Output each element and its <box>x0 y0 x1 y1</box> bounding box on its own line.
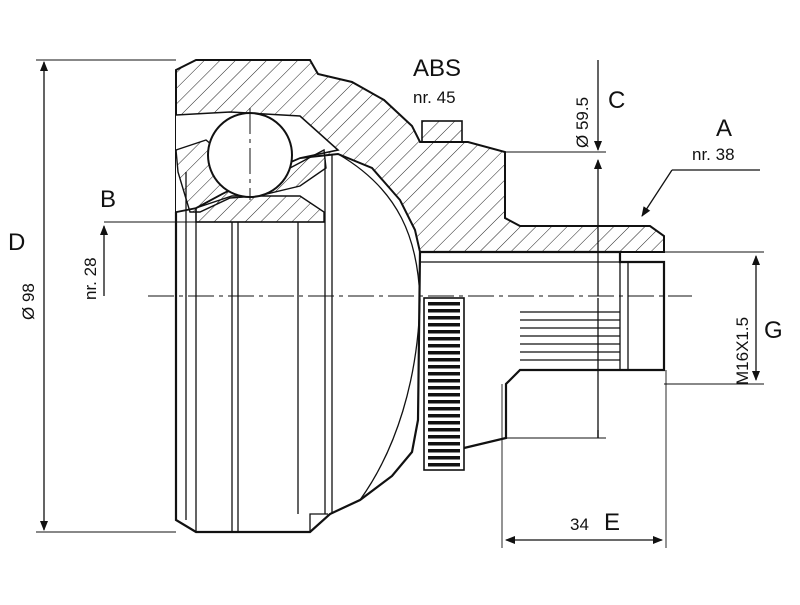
abs-tooth <box>428 393 460 397</box>
dimension-c: Ø 59.5 C <box>505 60 625 439</box>
abs-tooth <box>428 379 460 383</box>
dim-c-value: Ø 59.5 <box>573 97 592 148</box>
dimension-e: 34 E <box>501 370 667 548</box>
abs-tooth <box>428 372 460 376</box>
abs-tooth <box>428 344 460 348</box>
abs-tooth <box>428 358 460 362</box>
abs-tooth <box>428 428 460 432</box>
dimension-b: B nr. 28 <box>81 186 196 300</box>
dimension-d: D Ø 98 <box>8 59 176 533</box>
abs-tooth <box>428 337 460 341</box>
abs-nr: nr. 45 <box>413 88 456 107</box>
abs-tooth <box>428 456 460 460</box>
abs-tooth <box>428 386 460 390</box>
abs-tooth <box>428 365 460 369</box>
label-c: C <box>608 87 625 114</box>
abs-tooth <box>428 449 460 453</box>
abs-tooth <box>428 421 460 425</box>
abs-tooth <box>428 442 460 446</box>
b-nr: nr. 28 <box>81 257 100 300</box>
label-b: B <box>100 186 116 213</box>
label-d: D <box>8 229 25 256</box>
abs-tooth <box>428 323 460 327</box>
abs-tooth <box>428 351 460 355</box>
abs-ring <box>423 297 465 471</box>
label-g: G <box>764 317 783 344</box>
abs-tooth <box>428 316 460 320</box>
abs-tab <box>421 120 463 143</box>
abs-tooth <box>428 400 460 404</box>
a-nr: nr. 38 <box>692 145 735 164</box>
abs-tooth <box>428 302 460 306</box>
abs-callout: ABS nr. 45 <box>413 55 461 107</box>
label-abs: ABS <box>413 55 461 82</box>
callout-a: A nr. 38 <box>641 115 760 217</box>
abs-tooth <box>428 414 460 418</box>
housing-body <box>174 153 422 534</box>
abs-tooth <box>428 309 460 313</box>
dim-g-value: M16X1.5 <box>733 317 752 385</box>
abs-tooth <box>428 407 460 411</box>
abs-tooth <box>428 463 460 467</box>
abs-tooth <box>428 435 460 439</box>
shaft <box>420 250 666 450</box>
label-e: E <box>604 509 620 536</box>
abs-tooth <box>428 330 460 334</box>
dimension-g: M16X1.5 G <box>664 251 783 385</box>
dim-d-value: Ø 98 <box>19 283 38 320</box>
label-a: A <box>716 115 732 142</box>
dim-e-value: 34 <box>570 515 589 534</box>
